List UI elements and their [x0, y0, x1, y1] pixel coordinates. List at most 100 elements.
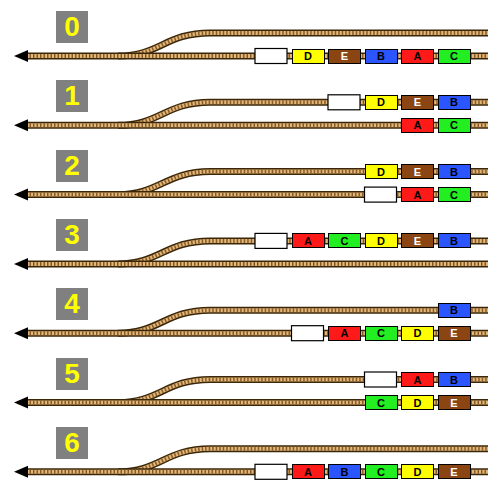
track-rail — [26, 260, 488, 267]
wagon-letter: A — [414, 50, 422, 62]
wagon-letter: A — [304, 466, 312, 478]
wagon-letter: A — [341, 327, 349, 339]
step-number-text: 1 — [64, 81, 80, 111]
direction-arrow — [14, 258, 28, 270]
direction-arrow — [14, 397, 28, 409]
wagon: C — [438, 118, 471, 133]
wagon: E — [438, 464, 471, 479]
direction-arrow — [14, 119, 28, 131]
wagon-letter: D — [414, 327, 422, 339]
wagon: E — [401, 164, 434, 179]
track — [26, 263, 488, 264]
wagon: A — [328, 326, 361, 341]
track-bed — [26, 262, 488, 266]
wagon-letter: C — [450, 119, 458, 131]
wagon: C — [438, 49, 471, 64]
wagon-letter: D — [377, 235, 385, 247]
wagon: A — [401, 187, 434, 202]
wagon: C — [365, 464, 398, 479]
locomotive — [255, 49, 287, 64]
wagon-letter: D — [377, 166, 385, 178]
wagon: B — [328, 464, 361, 479]
locomotive — [365, 187, 397, 202]
wagon-letter: C — [377, 466, 385, 478]
wagon: D — [292, 49, 325, 64]
wagon-letter: E — [414, 235, 421, 247]
wagon-letter: D — [377, 96, 385, 108]
locomotive — [255, 233, 287, 248]
step-number: 3 — [56, 219, 88, 251]
step-number-text: 2 — [64, 151, 80, 181]
step-number-text: 4 — [64, 289, 80, 319]
wagon: D — [401, 326, 434, 341]
wagon-letter: E — [450, 327, 457, 339]
wagon: B — [438, 372, 471, 387]
wagon: D — [365, 233, 398, 248]
wagon-letter: C — [450, 189, 458, 201]
wagon: D — [365, 95, 398, 110]
direction-arrow — [14, 189, 28, 201]
wagon: A — [401, 118, 434, 133]
step-number-text: 3 — [64, 220, 80, 250]
wagon-letter: B — [450, 374, 458, 386]
wagon: E — [401, 233, 434, 248]
wagon-letter: E — [450, 397, 457, 409]
wagon-letter: B — [341, 466, 349, 478]
wagon-letter: B — [377, 50, 385, 62]
wagon-letter: A — [414, 119, 422, 131]
wagon-letter: D — [414, 397, 422, 409]
direction-arrow — [14, 327, 28, 339]
wagon-letter: B — [450, 166, 458, 178]
wagon: B — [365, 49, 398, 64]
wagon: E — [328, 49, 361, 64]
wagon: D — [401, 395, 434, 410]
wagon: E — [401, 95, 434, 110]
wagon: B — [438, 303, 471, 318]
wagon: B — [438, 233, 471, 248]
wagon-letter: E — [414, 96, 421, 108]
wagon-letter: A — [304, 235, 312, 247]
wagon-letter: A — [414, 189, 422, 201]
wagon: A — [401, 49, 434, 64]
step-number: 2 — [56, 150, 88, 182]
wagon-letter: B — [450, 304, 458, 316]
step-number: 6 — [56, 427, 88, 459]
step-number-text: 5 — [64, 359, 80, 389]
wagon-letter: C — [377, 327, 385, 339]
wagon-letter: E — [341, 50, 348, 62]
direction-arrow — [14, 50, 28, 62]
wagon: E — [438, 395, 471, 410]
step-number: 0 — [56, 11, 88, 43]
wagon: A — [401, 372, 434, 387]
locomotive — [365, 372, 397, 387]
wagon-letter: B — [450, 235, 458, 247]
wagon: C — [365, 395, 398, 410]
wagon: B — [438, 164, 471, 179]
locomotive — [255, 464, 287, 479]
direction-arrow — [14, 466, 28, 478]
wagon: D — [365, 164, 398, 179]
step-number-text: 6 — [64, 428, 80, 458]
locomotive — [328, 95, 360, 110]
wagon: E — [438, 326, 471, 341]
wagon-letter: C — [377, 397, 385, 409]
wagon-letter: E — [414, 166, 421, 178]
step-number: 5 — [56, 358, 88, 390]
wagon: D — [401, 464, 434, 479]
step-number: 1 — [56, 80, 88, 112]
step-number: 4 — [56, 288, 88, 320]
wagon: B — [438, 95, 471, 110]
wagon: C — [328, 233, 361, 248]
locomotive — [292, 326, 324, 341]
track-ties — [26, 262, 488, 266]
step-number-text: 0 — [64, 12, 80, 42]
wagon-letter: C — [341, 235, 349, 247]
wagon: A — [292, 464, 325, 479]
wagon-letter: D — [304, 50, 312, 62]
wagon-letter: C — [450, 50, 458, 62]
wagon-letter: A — [414, 374, 422, 386]
wagon: C — [365, 326, 398, 341]
wagon: C — [438, 187, 471, 202]
wagon-letter: E — [450, 466, 457, 478]
wagon-letter: D — [414, 466, 422, 478]
